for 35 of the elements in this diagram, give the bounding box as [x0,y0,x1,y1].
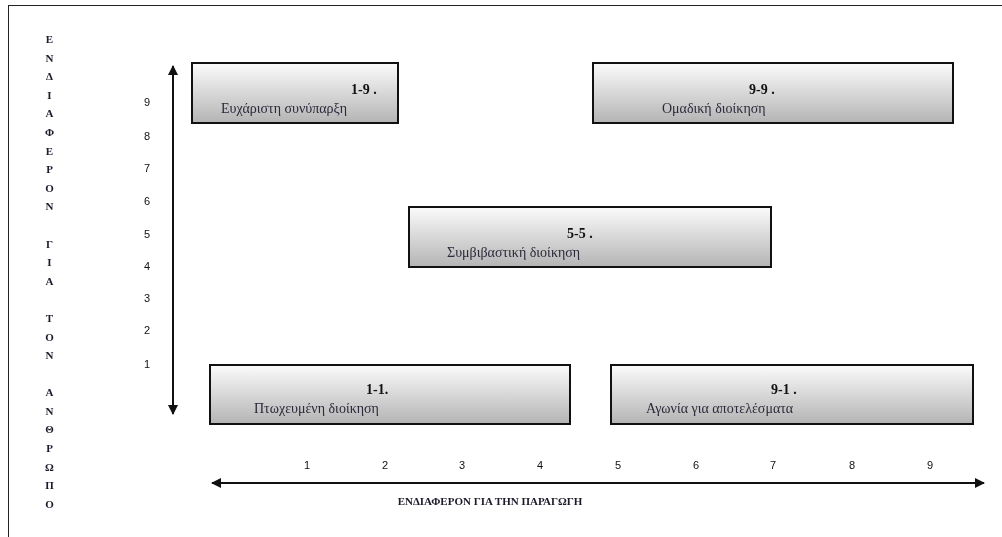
tick-label: 4 [536,459,544,471]
tick-label: 4 [143,260,151,272]
style-score: 9-9 . [749,82,775,98]
tick-label: 3 [458,459,466,471]
tick-label: 9 [143,96,151,108]
style-score: 1-1. [366,382,389,398]
tick-label: 5 [143,228,151,240]
tick-label: 8 [848,459,856,471]
grid-style-box [209,364,571,425]
style-name: Αγωνία για αποτελέσματα [646,401,794,417]
tick-label: 6 [143,195,151,207]
style-score: 5-5 . [567,226,593,242]
grid-style-box [191,62,399,124]
tick-label: 6 [692,459,700,471]
tick-label: 1 [303,459,311,471]
axis-title: ΕΝΔΙΑΦΕΡΟΝ ΓΙΑ ΤΟΝ ΑΝΘΡΩΠΟ [44,32,55,512]
tick-label: 9 [926,459,934,471]
tick-label: 8 [143,130,151,142]
grid-style-box [610,364,974,425]
tick-label: 2 [143,324,151,336]
grid-style-box [592,62,954,124]
style-name: Ομαδική διοίκηση [662,101,766,117]
style-name: Ευχάριστη συνύπαρξη [221,101,348,117]
tick-label: 7 [143,162,151,174]
tick-label: 7 [769,459,777,471]
tick-label: 2 [381,459,389,471]
style-score: 1-9 . [351,82,377,98]
tick-label: 5 [614,459,622,471]
style-score: 9-1 . [771,382,797,398]
tick-label: 3 [143,292,151,304]
axis-title: ΕΝΔΙΑΦΕΡΟΝ ΓΙΑ ΤΗΝ ΠΑΡΑΓΩΓΗ [397,495,583,507]
tick-label: 1 [143,358,151,370]
style-name: Συμβιβαστική διοίκηση [447,245,581,261]
grid-style-box [408,206,772,268]
style-name: Πτωχευμένη διοίκηση [254,401,379,417]
